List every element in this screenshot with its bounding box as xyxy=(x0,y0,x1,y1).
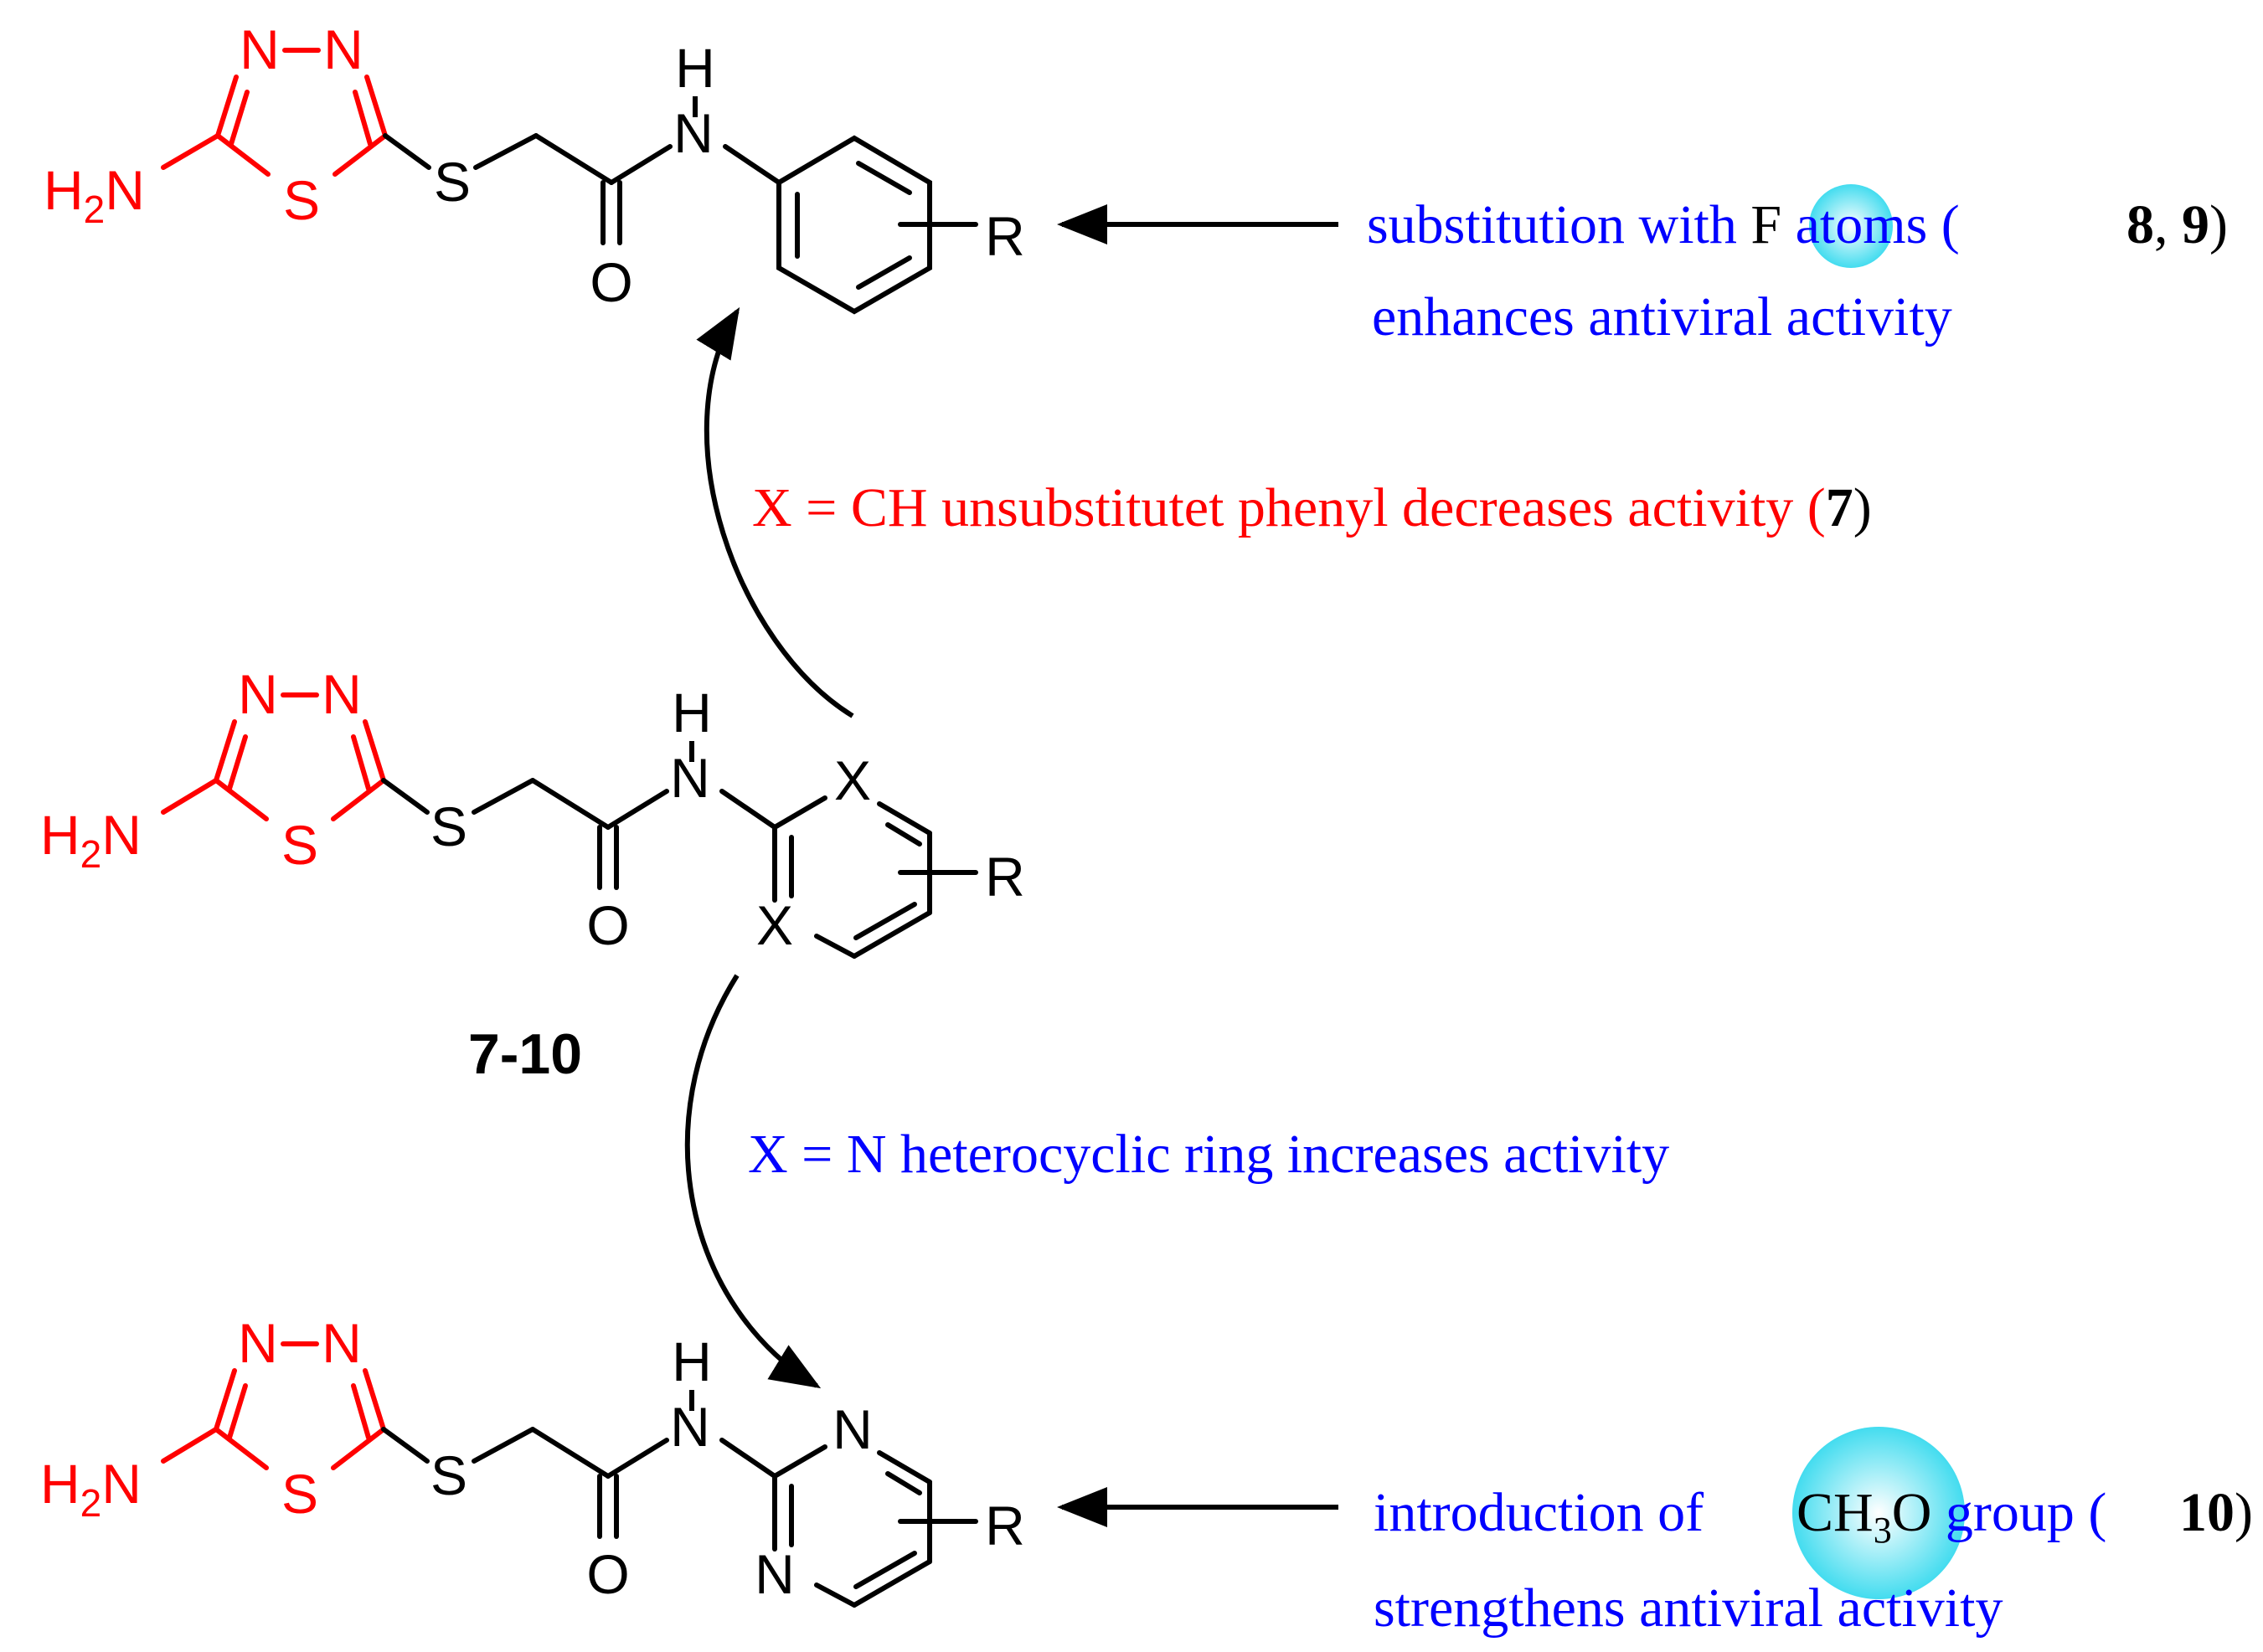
ring-x-bottom: X xyxy=(756,894,793,956)
ring-x-top: X xyxy=(834,749,871,811)
thioether-s: S xyxy=(434,151,471,213)
substituent-r-mid: R xyxy=(985,846,1025,908)
phenyl-ring xyxy=(776,135,978,315)
thiadiazole-ring xyxy=(161,48,388,177)
thiadiazole-ring-mid xyxy=(161,692,386,821)
amide-h: H xyxy=(675,37,715,99)
thiadiazole-s: S xyxy=(283,169,320,231)
middle-structure: N N S H2N S N H O xyxy=(40,663,1025,1086)
mid-acetamide-chain xyxy=(381,778,777,890)
fluorine-highlight xyxy=(1809,184,1893,268)
methoxy-ref: 10) xyxy=(2179,1482,2253,1543)
thiadiazole-n1: N xyxy=(240,18,280,80)
methoxy-note-line2: strengthens antiviral activity xyxy=(1374,1577,2003,1639)
carbonyl-o: O xyxy=(590,251,632,313)
phenyl-note: X = CH unsubstitutet phenyl decreases ac… xyxy=(752,477,1872,538)
pyrimidine-n-top: N xyxy=(833,1398,873,1460)
bottom-amino-group: H2N xyxy=(40,1453,142,1525)
pyrimidine-n-bottom: N xyxy=(755,1543,795,1605)
mid-thioether-s: S xyxy=(430,795,467,857)
methoxy-highlight xyxy=(1792,1427,1965,1599)
fluorine-note: substitution with F atoms ( xyxy=(1367,194,1960,255)
methoxy-note: introduction of CH3O group ( xyxy=(1374,1482,2106,1551)
bottom-acetamide-chain xyxy=(381,1427,777,1539)
substituent-r-bottom: R xyxy=(985,1495,1025,1557)
amino-group: H2N xyxy=(44,159,145,231)
arrow-heterocycle-curve xyxy=(684,974,822,1389)
thiadiazole-n2: N xyxy=(323,18,363,80)
bottom-thiadiazole-s: S xyxy=(281,1463,318,1525)
mid-carbonyl-o: O xyxy=(586,894,629,956)
mid-thiadiazole-n2: N xyxy=(322,663,362,725)
heterocycle-note: X = N heterocyclic ring increases activi… xyxy=(748,1124,1669,1185)
substituent-r-top: R xyxy=(985,205,1025,267)
arrow-phenyl-curve xyxy=(696,306,854,718)
fluorine-refs: 8, 9) xyxy=(2126,194,2228,255)
hetero-ring xyxy=(772,795,978,959)
pyrimidine-ring xyxy=(772,1444,978,1608)
thiadiazole-ring-bottom xyxy=(161,1341,386,1470)
fluorine-note-line2: enhances antiviral activity xyxy=(1372,286,1952,347)
mid-thiadiazole-n1: N xyxy=(238,663,278,725)
bottom-thiadiazole-n2: N xyxy=(322,1312,362,1374)
bottom-carbonyl-o: O xyxy=(586,1543,629,1605)
bottom-amide-h: H xyxy=(672,1330,712,1392)
acetamide-chain xyxy=(383,133,781,245)
compound-label: 7-10 xyxy=(468,1022,582,1086)
mid-thiadiazole-s: S xyxy=(281,814,318,876)
mid-amino-group: H2N xyxy=(40,804,142,876)
mid-amide-h: H xyxy=(672,682,712,744)
top-structure: N N S H2N S N H O R xyxy=(44,18,1025,315)
bottom-structure: N N S H2N S N H O xyxy=(40,1312,1025,1608)
bottom-thiadiazole-n1: N xyxy=(238,1312,278,1374)
bottom-thioether-s: S xyxy=(430,1444,467,1506)
